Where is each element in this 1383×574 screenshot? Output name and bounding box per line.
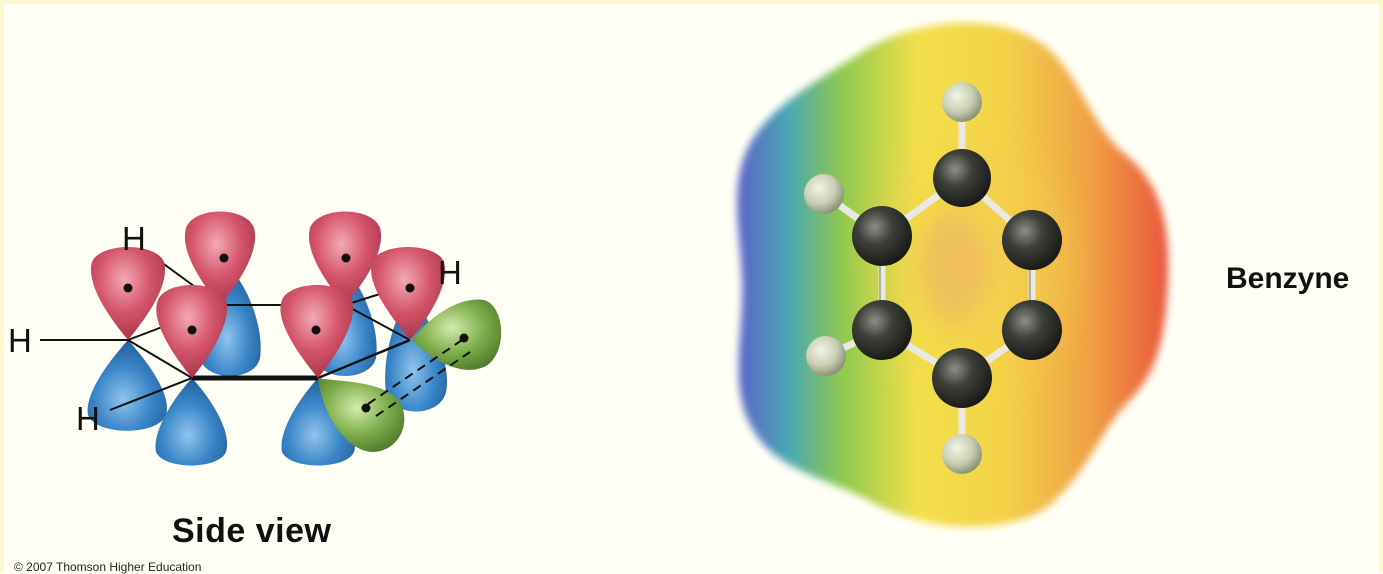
hydrogen-label: H (122, 220, 146, 257)
benzyne-label: Benzyne (1226, 262, 1350, 295)
hydrogen-label: H (8, 322, 32, 359)
carbon-atom (852, 206, 912, 266)
p-orbital-lobe-bottom (281, 378, 356, 466)
pi-bond-dashes (367, 339, 471, 417)
carbon-atom (1002, 210, 1062, 270)
carbon-atom (932, 348, 992, 408)
carbon-atom (1002, 300, 1062, 360)
copyright-notice: © 2007 Thomson Higher Education (14, 560, 202, 574)
hydrogen-atom (942, 82, 982, 122)
hydrogen-atom (804, 174, 844, 214)
hydrogen-atom (806, 336, 846, 376)
p-orbital-lobe-bottom (155, 378, 228, 466)
side-view-label: Side view (172, 512, 332, 550)
p-orbital-lobe-top (371, 247, 446, 340)
benzyne-ball-and-stick-model (804, 82, 1062, 474)
hydrogen-label: H (438, 254, 462, 291)
carbon-atom (933, 149, 991, 207)
p-orbital-lobe-bottom (87, 340, 167, 431)
side-view-orbital-diagram: H H H H (8, 211, 502, 466)
carbon-atom (852, 300, 912, 360)
sp2-orbital-lobe (412, 299, 502, 370)
orbital-dots (123, 253, 469, 413)
sp2-orbital-lobe (318, 378, 405, 452)
hydrogen-atom (942, 434, 982, 474)
p-orbital-lobe-top (90, 247, 166, 340)
hydrogen-label: H (76, 400, 100, 437)
